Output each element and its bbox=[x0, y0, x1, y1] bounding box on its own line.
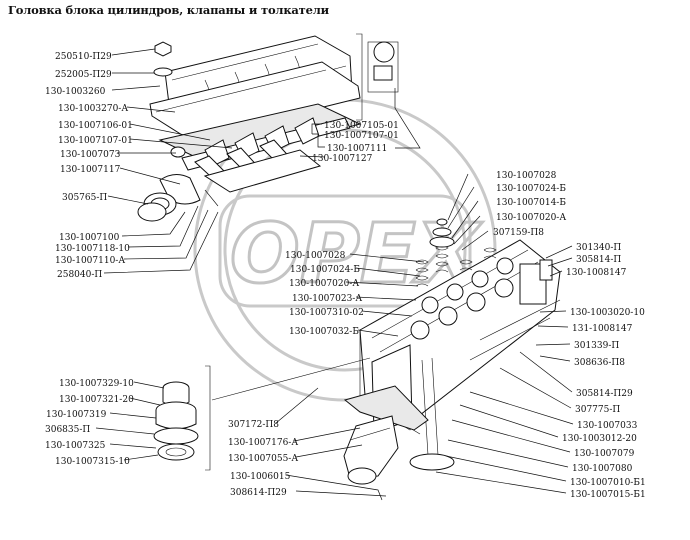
label: 305814-П bbox=[576, 255, 621, 265]
label: 130-1007020-А bbox=[289, 279, 359, 289]
label: 301340-П bbox=[576, 243, 621, 253]
label: 130-1007080 bbox=[572, 464, 633, 474]
label: 130-1007176-А bbox=[228, 438, 298, 448]
label: 130-1007028 bbox=[285, 251, 346, 261]
label: 130-1007107-01 bbox=[58, 136, 133, 146]
label: 130-1008147 bbox=[566, 268, 627, 278]
watermark-gear-inner bbox=[223, 128, 467, 372]
label: 130-1007118-10 bbox=[55, 244, 130, 254]
label: 130-1007032-Б bbox=[289, 327, 359, 337]
rocker-arm-left bbox=[137, 174, 219, 222]
label: 130-1007010-Б1 bbox=[570, 478, 646, 488]
valve-springs bbox=[415, 218, 497, 287]
label: 130-1007325 bbox=[45, 441, 106, 451]
label: 252005-П29 bbox=[55, 70, 112, 80]
label: 130-1007023-А bbox=[292, 294, 362, 304]
detail-inset bbox=[356, 33, 399, 121]
label: 130-1007015-Б1 bbox=[570, 490, 646, 500]
label: 130-1007106-01 bbox=[58, 121, 133, 131]
label: 301339-П bbox=[574, 341, 619, 351]
label: 130-1007014-Б bbox=[496, 198, 566, 208]
label: 130-1003270-А bbox=[58, 104, 128, 114]
label: 130-1007020-А bbox=[496, 213, 566, 223]
label: 130-1007111 bbox=[327, 144, 387, 154]
label: 130-1003012-20 bbox=[562, 434, 637, 444]
thermostat-assembly bbox=[153, 357, 371, 471]
label: 130-1007100 bbox=[59, 233, 120, 243]
leader-lines bbox=[95, 48, 574, 501]
label: 308636-П8 bbox=[574, 358, 625, 368]
label: 306835-П bbox=[45, 425, 90, 435]
label: 305765-П bbox=[62, 193, 107, 203]
label: 130-1007321-20 bbox=[59, 395, 134, 405]
diagram-title: Головка блока цилиндров, клапаны и толка… bbox=[8, 3, 329, 17]
label: 130-1007110-А bbox=[55, 256, 125, 266]
label: 130-1007073 bbox=[60, 150, 121, 160]
label: 250510-П29 bbox=[55, 52, 112, 62]
label: 130-1007079 bbox=[574, 449, 635, 459]
label: 130-1007024-Б bbox=[290, 265, 360, 275]
label: 130-1007033 bbox=[577, 421, 638, 431]
label: 307775-П bbox=[575, 405, 620, 415]
label: 130-1007127 bbox=[312, 154, 373, 164]
label: 130-1007329-10 bbox=[59, 379, 134, 389]
label: 130-1007024-Б bbox=[496, 184, 566, 194]
label: 131-1008147 bbox=[572, 324, 633, 334]
label: 305814-П29 bbox=[576, 389, 633, 399]
label: 130-1003260 bbox=[45, 87, 106, 97]
label: 307159-П8 bbox=[493, 228, 544, 238]
label: 130-1007315-10 bbox=[55, 457, 130, 467]
label: 307172-П8 bbox=[228, 420, 279, 430]
watermark-frame bbox=[218, 194, 472, 308]
label: 130-1006015 bbox=[230, 472, 291, 482]
label: 258040-П bbox=[57, 270, 102, 280]
label: 130-1007117 bbox=[60, 165, 121, 175]
label: 130-1007055-А bbox=[228, 454, 298, 464]
label: 130-1007107-01 bbox=[324, 131, 399, 141]
bracket bbox=[343, 385, 429, 431]
label: 308614-П29 bbox=[230, 488, 287, 498]
label: 130-1007310-02 bbox=[289, 308, 364, 318]
nut-washer-top bbox=[153, 41, 173, 77]
rocker-shaft-assembly bbox=[170, 117, 351, 193]
callout-labels: 250510-П29 252005-П29 130-1003260 130-10… bbox=[45, 52, 646, 500]
label: 130-1007028 bbox=[496, 171, 557, 181]
label: 130-1007105-01 bbox=[324, 121, 399, 131]
label: 130-1003020-10 bbox=[570, 308, 645, 318]
label: 130-1007319 bbox=[46, 410, 107, 420]
thermostat-housing-pipe bbox=[343, 415, 399, 485]
valve-cover bbox=[149, 35, 361, 141]
